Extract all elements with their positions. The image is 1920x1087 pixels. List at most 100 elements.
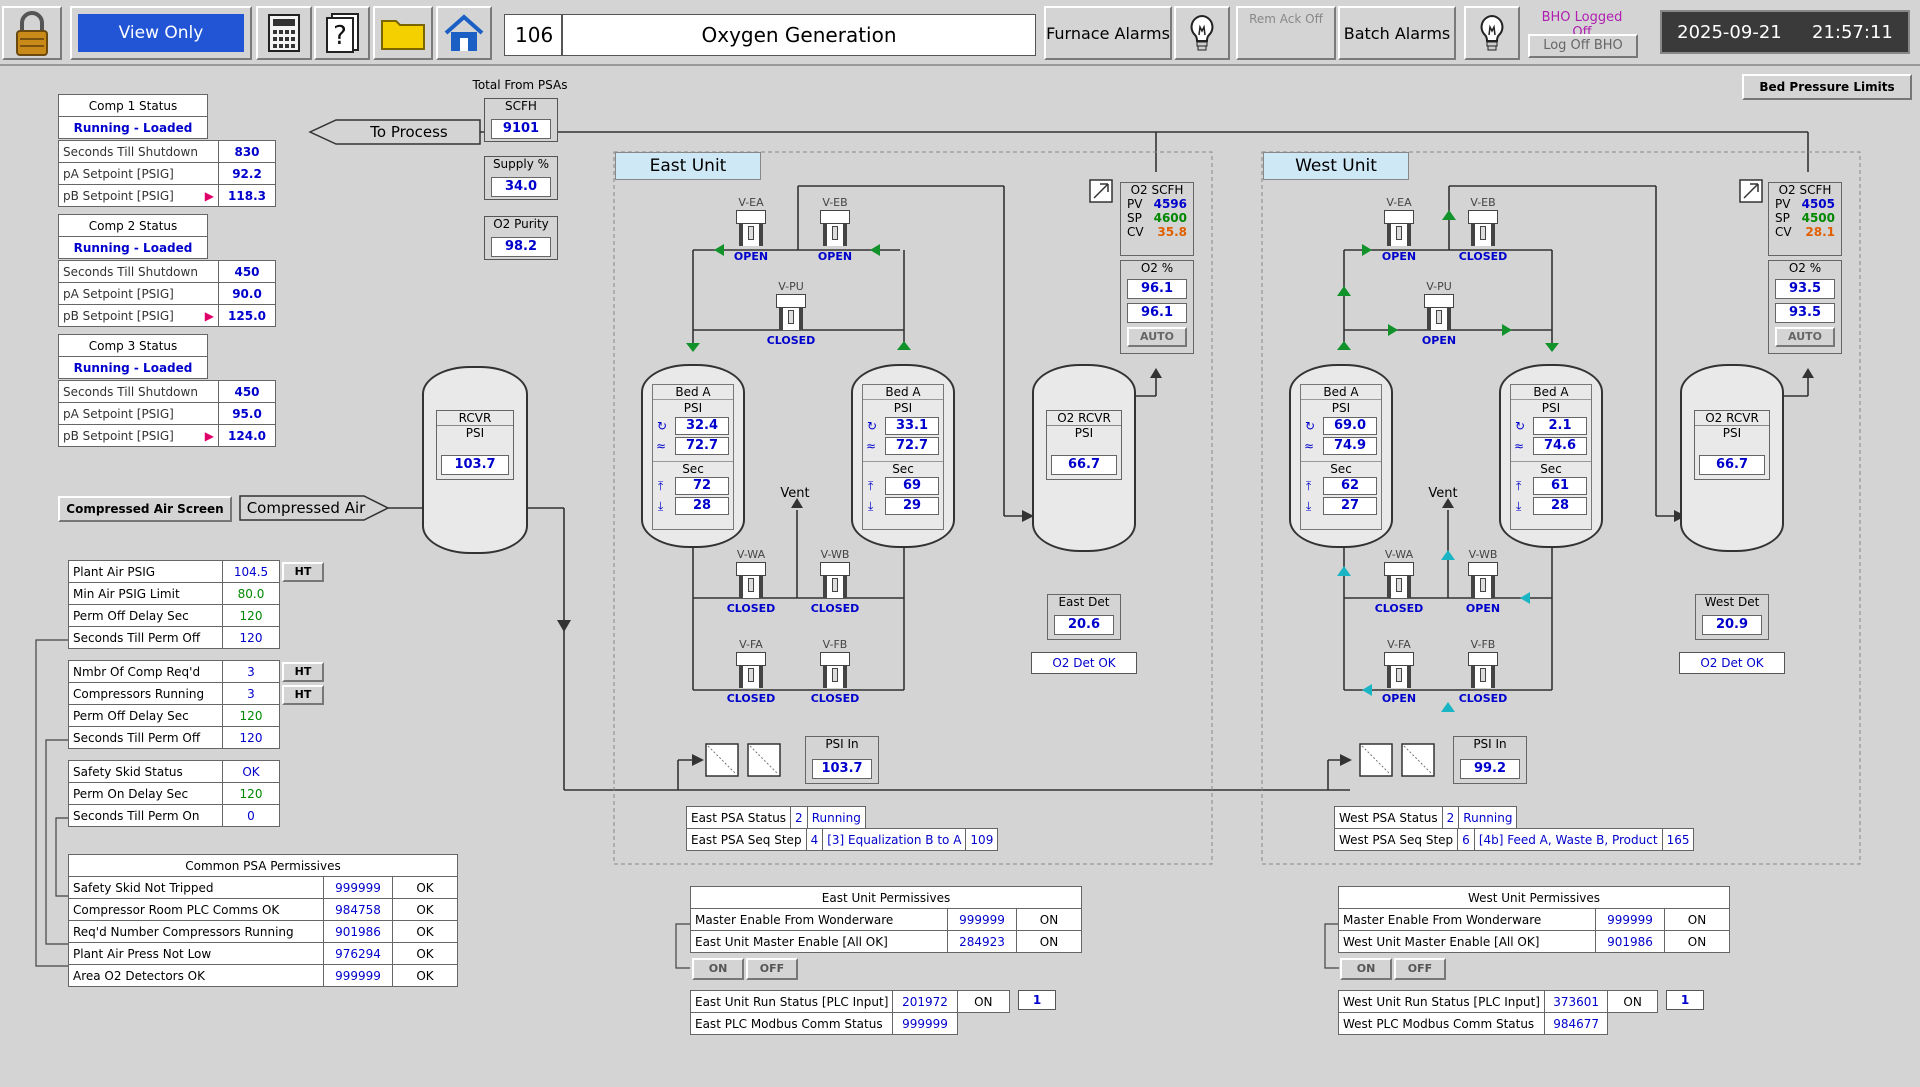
comp-reqd-ht-button[interactable]: HT: [282, 662, 324, 682]
furnace-alarms-button[interactable]: Furnace Alarms: [1044, 6, 1172, 60]
west-seq-step-timer: 165: [1661, 828, 1695, 851]
east-run-status-state: ON: [956, 990, 1011, 1013]
to-process-label[interactable]: To Process: [370, 123, 448, 141]
west-perm-row-value: 999999: [1595, 908, 1665, 931]
perm-on-delay-value: 120: [222, 782, 280, 805]
east-bed2-sec-1: 69: [885, 477, 939, 495]
view-mode-indicator[interactable]: View Only: [70, 6, 252, 60]
perm-row-label: Area O2 Detectors OK: [68, 964, 324, 987]
west-psa-status-text: Running: [1458, 806, 1518, 829]
perm-row-label: Plant Air Press Not Low: [68, 942, 324, 965]
folder-button[interactable]: [373, 6, 433, 60]
comp3-pb-value: 124.0: [218, 424, 276, 447]
home-button[interactable]: [436, 6, 492, 60]
log-off-bho-button[interactable]: Log Off BHO: [1528, 34, 1638, 58]
west-valve-eb-state: CLOSED: [1458, 250, 1508, 263]
cycle-icon: ↻: [867, 419, 878, 433]
calculator-icon: [268, 14, 300, 52]
batch-alarm-lightbulb[interactable]: [1464, 6, 1520, 60]
help-button[interactable]: ?: [314, 6, 370, 60]
plant-air-ht-button[interactable]: HT: [282, 562, 324, 582]
rcvr-psi-value: 103.7: [441, 455, 509, 475]
east-bed1-sec-1: 72: [675, 477, 729, 495]
west-bed1-psi-label: PSI: [1331, 401, 1351, 415]
valve-body-icon: [823, 576, 847, 598]
west-run-status-count: 1: [1666, 990, 1704, 1010]
west-enable-on-button[interactable]: ON: [1340, 958, 1392, 980]
east-enable-on-button[interactable]: ON: [692, 958, 744, 980]
rem-ack-button[interactable]: Rem Ack Off: [1236, 6, 1336, 60]
valve-body-icon: [1387, 576, 1411, 598]
west-perm-row-state: ON: [1664, 908, 1730, 931]
cycle-icon: ↻: [657, 419, 668, 433]
cycle-icon: ↻: [1305, 419, 1316, 433]
west-perm-row-state: ON: [1664, 930, 1730, 953]
west-filter-1: [1359, 743, 1393, 777]
east-perm-row-state: ON: [1016, 908, 1082, 931]
pointer-arrow-icon: ▶: [204, 428, 214, 443]
valve-actuator-icon: [1384, 210, 1414, 224]
west-det-box: West Det 20.9: [1695, 594, 1769, 640]
valve-actuator-icon: [1384, 652, 1414, 666]
east-unit-title[interactable]: East Unit: [615, 152, 761, 180]
west-o2-mode-button[interactable]: AUTO: [1775, 327, 1835, 347]
west-psi-in-value: 99.2: [1460, 759, 1520, 779]
east-valve-fa-tag: V-FA: [739, 638, 763, 651]
west-o2-pct-title: O2 %: [1788, 261, 1822, 275]
east-o2-rcvr-panel: O2 RCVR PSI 66.7: [1046, 410, 1122, 480]
east-valve-ea-state: OPEN: [733, 250, 769, 263]
west-bed2-sec-2: 28: [1533, 497, 1587, 515]
east-o2-mode-button[interactable]: AUTO: [1127, 327, 1187, 347]
west-o2-rcvr-title: O2 RCVR: [1695, 411, 1769, 426]
west-enable-off-button[interactable]: OFF: [1394, 958, 1446, 980]
comp3-seconds-label: Seconds Till Shutdown: [58, 380, 219, 403]
up-bar-icon: ⤒: [658, 479, 664, 493]
up-bar-icon: ⤒: [1516, 479, 1522, 493]
west-bed2-psi-1: 2.1: [1533, 417, 1587, 435]
east-o2-pct-title: O2 %: [1140, 261, 1174, 275]
west-unit-title[interactable]: West Unit: [1263, 152, 1409, 180]
lock-button[interactable]: [2, 6, 62, 60]
comp1-pb-text: pB Setpoint [PSIG]: [63, 188, 174, 203]
time-display: 21:57:11: [1812, 21, 1893, 43]
west-valve-fa-state: OPEN: [1381, 692, 1417, 705]
lock-icon: [16, 11, 48, 56]
bed-pressure-limits-button[interactable]: Bed Pressure Limits: [1742, 74, 1912, 100]
east-bed2-psi-1: 33.1: [885, 417, 939, 435]
calculator-button[interactable]: [256, 6, 312, 60]
furnace-alarm-lightbulb[interactable]: [1174, 6, 1230, 60]
compressed-air-screen-button[interactable]: Compressed Air Screen: [58, 496, 232, 522]
valve-body-icon: [779, 308, 803, 330]
up-bar-icon: ⤒: [868, 479, 874, 493]
east-psi-in-box: PSI In 103.7: [805, 736, 879, 784]
west-permissives-title: West Unit Permissives: [1338, 886, 1730, 909]
east-pv-label: PV: [1127, 197, 1143, 211]
batch-alarms-button[interactable]: Batch Alarms: [1338, 6, 1456, 60]
comp-running-ht-button[interactable]: HT: [282, 685, 324, 705]
west-o2-percent-box: O2 % 93.5 93.5 AUTO: [1768, 260, 1842, 354]
up-bar-icon: ⤒: [1306, 479, 1312, 493]
east-enable-off-button[interactable]: OFF: [746, 958, 798, 980]
